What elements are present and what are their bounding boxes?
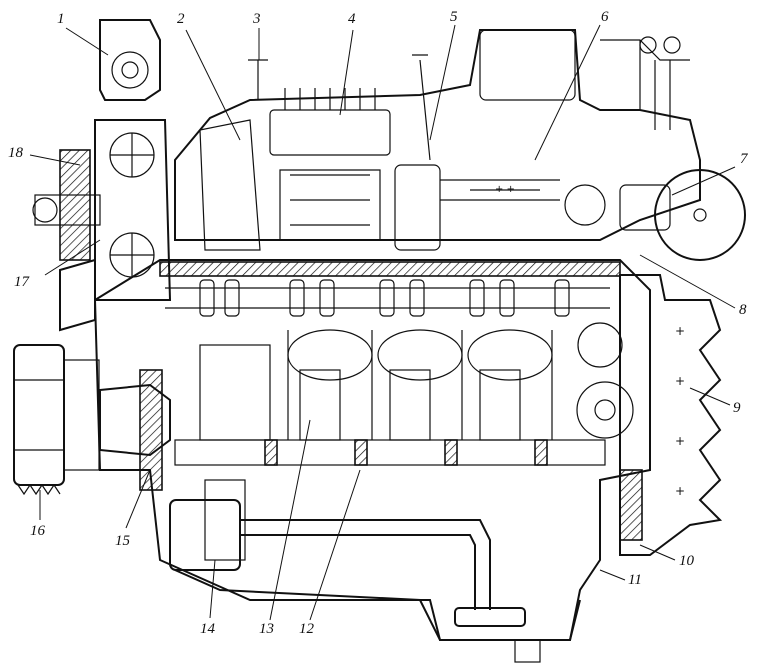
camshaft-lobes	[199, 279, 570, 317]
callout-14: 14	[200, 621, 215, 637]
rear-gear-housing: + + + +	[564, 169, 746, 556]
callout-15: 15	[115, 533, 130, 549]
callout-13: 13	[259, 621, 274, 637]
callout-7: 7	[740, 151, 748, 167]
callout-5: 5	[450, 9, 458, 25]
svg-text:+ +: + +	[495, 184, 515, 195]
crankshaft-pulley	[13, 344, 100, 496]
callout-8: 8	[739, 302, 747, 318]
callout-12: 12	[299, 621, 314, 637]
callout-10: 10	[679, 553, 694, 569]
top-assembly: + +	[174, 29, 701, 251]
callout-1: 1	[57, 11, 65, 27]
leader-lines	[29, 24, 736, 621]
callout-11: 11	[628, 572, 642, 588]
callout-17: 17	[14, 274, 29, 290]
callout-6: 6	[601, 9, 609, 25]
svg-text:+: +	[675, 374, 685, 388]
svg-text:+: +	[675, 484, 685, 498]
svg-text:+: +	[675, 434, 685, 448]
callout-2: 2	[177, 11, 185, 27]
callout-4: 4	[348, 11, 356, 27]
front-drive-assembly	[32, 19, 172, 332]
callout-18: 18	[8, 145, 23, 161]
callout-9: 9	[733, 400, 741, 416]
callout-16: 16	[30, 523, 45, 539]
lubrication-system	[169, 479, 581, 663]
engine-block	[93, 259, 651, 641]
svg-text:+: +	[675, 324, 685, 338]
callout-3: 3	[253, 11, 261, 27]
